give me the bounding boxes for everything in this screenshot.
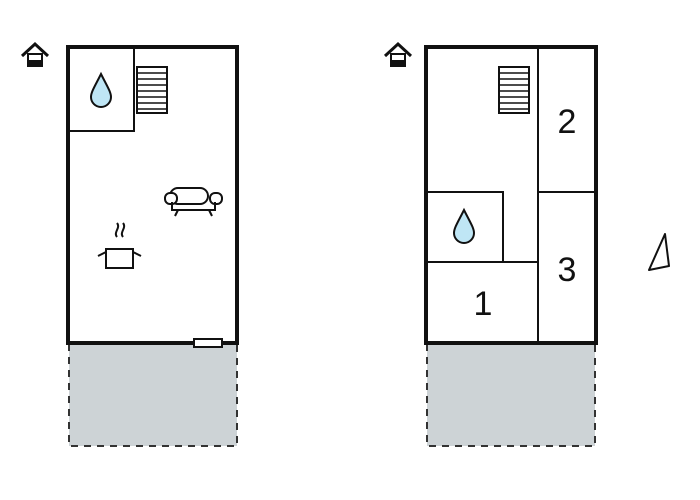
ground-floor-plan (20, 41, 239, 447)
room-label-1: 1 (474, 285, 493, 323)
room-label-2: 2 (558, 103, 577, 141)
house-entrance-icon (383, 41, 413, 67)
entrance-door (193, 338, 223, 348)
north-arrow-icon (648, 233, 670, 271)
room-label-3: 3 (558, 251, 577, 289)
terrace-area (426, 343, 596, 447)
house-entrance-icon (20, 41, 50, 67)
sofa-icon (164, 187, 223, 217)
stairs-icon (136, 66, 168, 114)
upper-floor-plan: 2 3 1 (383, 41, 598, 447)
water-drop-icon (452, 207, 476, 244)
terrace-area (68, 343, 238, 447)
water-drop-icon (89, 71, 113, 108)
bathroom-wall (426, 191, 504, 262)
cooking-pot-icon (97, 222, 142, 269)
stairs-icon (498, 66, 530, 114)
bathroom-wall (67, 46, 135, 132)
upper-floor-outer-wall (424, 45, 598, 345)
